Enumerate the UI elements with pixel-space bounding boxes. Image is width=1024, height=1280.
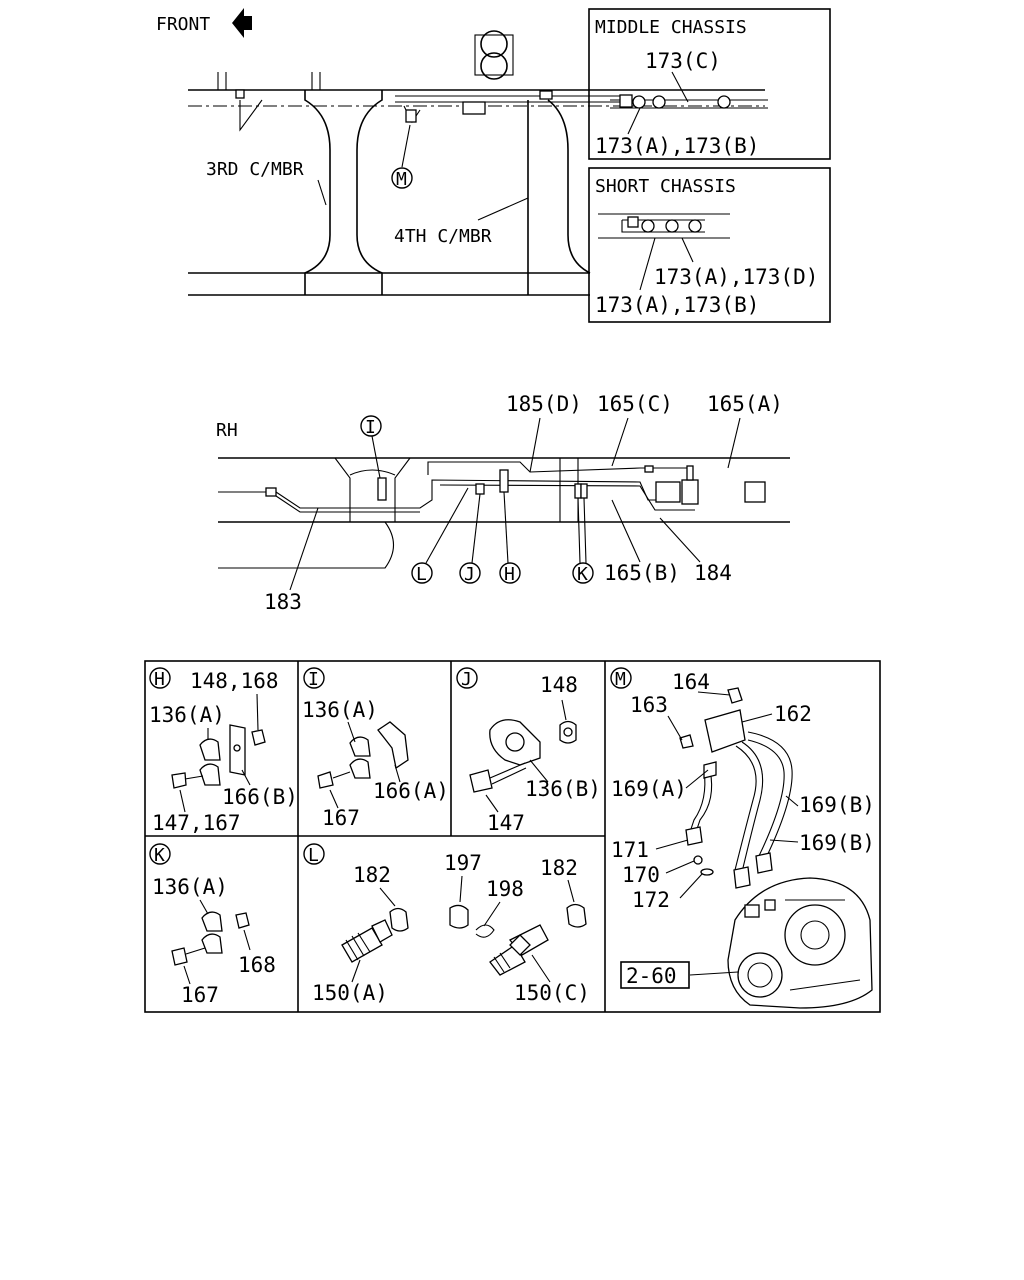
detail-table: H 148,168 136(A) 166(B) 147,167 I 13 <box>144 660 881 1013</box>
svg-text:170: 170 <box>622 863 660 887</box>
callout-j <box>459 562 481 584</box>
svg-text:150(C): 150(C) <box>514 981 590 1005</box>
short-chassis-title: SHORT CHASSIS <box>595 176 736 197</box>
detail-j: J 148 136(B) 147 <box>456 667 601 835</box>
svg-text:136(B): 136(B) <box>525 777 601 801</box>
clip-bracket-icon <box>317 721 409 789</box>
middle-chassis-label-top: 173(C) <box>645 49 721 73</box>
callout-k <box>572 562 594 584</box>
clip-icon <box>171 724 266 789</box>
detail-k: K 136(A) 168 167 <box>149 843 276 1007</box>
air-hose-bracket-icon <box>679 687 793 889</box>
middle-chassis-label-bottom: 173(A),173(B) <box>595 134 759 158</box>
short-chassis-label-1: 173(A),173(D) <box>654 265 818 289</box>
svg-text:L: L <box>308 845 319 866</box>
third-cross-member <box>304 90 331 295</box>
svg-text:M: M <box>615 669 626 690</box>
svg-text:164: 164 <box>672 670 710 694</box>
label-165b: 165(B) <box>604 561 680 585</box>
top-view: FRONT <box>156 8 831 323</box>
svg-text:150(A): 150(A) <box>312 981 388 1005</box>
detail-h: H 148,168 136(A) 166(B) 147,167 <box>149 667 298 835</box>
label-183: 183 <box>264 590 302 614</box>
svg-text:2-60: 2-60 <box>626 964 677 988</box>
brake-booster-icon <box>474 30 514 80</box>
middle-chassis-inset: MIDDLE CHASSIS 173(C) 173(A),173(B) <box>588 8 831 160</box>
svg-text:166(B): 166(B) <box>222 785 298 809</box>
svg-text:163: 163 <box>630 693 668 717</box>
svg-text:L: L <box>416 564 427 585</box>
svg-text:148: 148 <box>540 673 578 697</box>
clip-icon <box>171 911 250 966</box>
svg-text:169(A): 169(A) <box>611 777 687 801</box>
label-165a: 165(A) <box>707 392 783 416</box>
svg-text:J: J <box>461 669 472 690</box>
svg-text:167: 167 <box>322 806 360 830</box>
front-arrow-icon <box>232 8 252 38</box>
rh-side-view: RH 185(D) 165(C) 165 <box>216 392 790 614</box>
fourth-member-label: 4TH C/MBR <box>394 226 492 247</box>
rh-label: RH <box>216 420 238 441</box>
svg-text:136(A): 136(A) <box>152 875 228 899</box>
svg-text:J: J <box>464 564 475 585</box>
relay-valve-icon <box>655 465 766 505</box>
svg-text:148,168: 148,168 <box>190 669 279 693</box>
front-label: FRONT <box>156 14 210 35</box>
svg-text:I: I <box>308 669 319 690</box>
detail-i: I 136(A) 166(A) 167 <box>302 667 449 830</box>
label-185d: 185(D) <box>506 392 582 416</box>
label-184: 184 <box>694 561 732 585</box>
svg-text:K: K <box>577 564 588 585</box>
p-clamp-icon <box>469 719 577 793</box>
svg-text:M: M <box>396 169 407 190</box>
svg-text:171: 171 <box>611 838 649 862</box>
short-chassis-inset: SHORT CHASSIS 173(A),173(D) 173(A),173(B… <box>588 167 831 323</box>
detail-l: L 182 197 198 182 150(A) 150(C) <box>303 843 590 1005</box>
svg-text:K: K <box>154 845 165 866</box>
short-chassis-label-2: 173(A),173(B) <box>595 293 759 317</box>
callout-m <box>391 167 413 189</box>
callout-i <box>360 415 382 437</box>
svg-text:166(A): 166(A) <box>373 779 449 803</box>
fitting-icon <box>341 903 587 976</box>
label-165c: 165(C) <box>597 392 673 416</box>
valve-icon <box>619 94 731 109</box>
callout-l <box>411 562 433 584</box>
svg-text:172: 172 <box>632 888 670 912</box>
svg-text:182: 182 <box>540 856 578 880</box>
callout-h <box>499 562 521 584</box>
svg-text:H: H <box>504 564 515 585</box>
svg-text:169(B): 169(B) <box>799 793 875 817</box>
svg-text:147,167: 147,167 <box>152 811 241 835</box>
third-member-label: 3RD C/MBR <box>206 159 304 180</box>
svg-text:182: 182 <box>353 863 391 887</box>
middle-chassis-title: MIDDLE CHASSIS <box>595 17 747 38</box>
svg-text:147: 147 <box>487 811 525 835</box>
svg-text:167: 167 <box>181 983 219 1007</box>
transmission-icon <box>727 877 873 1009</box>
svg-text:H: H <box>154 669 165 690</box>
svg-text:169(B): 169(B) <box>799 831 875 855</box>
svg-text:162: 162 <box>774 702 812 726</box>
svg-text:136(A): 136(A) <box>302 698 378 722</box>
svg-text:I: I <box>365 417 376 438</box>
svg-text:198: 198 <box>486 877 524 901</box>
svg-text:136(A): 136(A) <box>149 703 225 727</box>
svg-text:168: 168 <box>238 953 276 977</box>
ref-2-60-box <box>620 961 690 989</box>
svg-text:197: 197 <box>444 851 482 875</box>
detail-m: M 164 163 162 169(A) 169(B) 169(B) 171 1… <box>610 667 875 1009</box>
